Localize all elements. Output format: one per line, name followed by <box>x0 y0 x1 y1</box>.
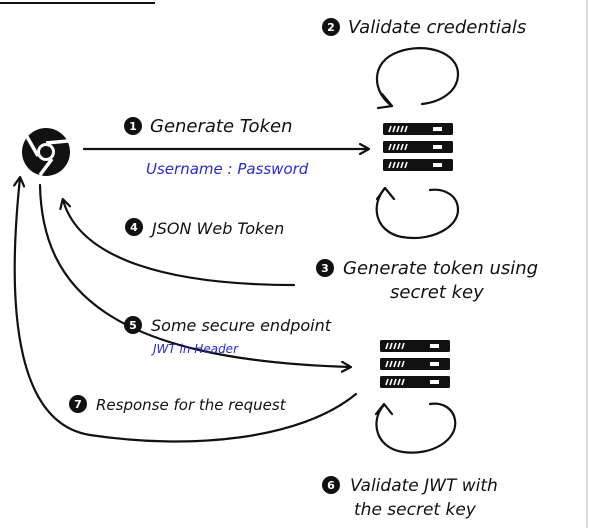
loop-generate-token <box>375 186 460 240</box>
api-server-icon <box>380 340 450 388</box>
step-5-sublabel: JWT in Header <box>151 342 239 356</box>
svg-text:2: 2 <box>327 21 335 34</box>
step-1-label: Generate Token <box>150 116 292 137</box>
loop-arrowhead-api <box>374 402 394 416</box>
step-7-label: Response for the request <box>96 396 287 414</box>
step-2-badge: 2 <box>322 18 340 36</box>
step-5-badge: 5 <box>124 316 142 334</box>
loop-arrowhead-top <box>376 92 394 110</box>
step-1-badge: 1 <box>124 117 142 135</box>
arrow-response <box>15 178 358 443</box>
loop-validate-jwt <box>375 402 457 454</box>
step-1-sublabel: Username : Password <box>146 160 309 178</box>
step-3-badge: 3 <box>316 259 334 277</box>
svg-text:3: 3 <box>321 262 329 275</box>
step-2-label: Validate credentials <box>348 17 526 38</box>
arrow-json-web-token <box>63 200 296 287</box>
svg-text:5: 5 <box>129 319 137 332</box>
step-3-label-line1: Generate token using <box>343 258 538 279</box>
svg-text:7: 7 <box>74 398 82 411</box>
loop-arrowhead-bottom <box>375 186 396 201</box>
svg-text:4: 4 <box>130 221 138 234</box>
step-7-badge: 7 <box>69 395 87 413</box>
step-4-badge: 4 <box>125 218 143 236</box>
step-6-badge: 6 <box>322 476 340 494</box>
step-5-label: Some secure endpoint <box>151 316 332 335</box>
svg-text:1: 1 <box>129 120 137 133</box>
step-3-label-line2: secret key <box>390 282 484 303</box>
arrow-secure-endpoint <box>38 183 350 367</box>
svg-text:6: 6 <box>327 479 335 492</box>
step-6-label-line1: Validate JWT with <box>350 476 498 496</box>
chrome-browser-icon <box>22 128 70 177</box>
step-6-label-line2: the secret key <box>354 500 477 520</box>
auth-server-icon <box>383 123 453 171</box>
loop-validate-credentials <box>375 47 460 108</box>
step-4-label: JSON Web Token <box>149 219 284 238</box>
